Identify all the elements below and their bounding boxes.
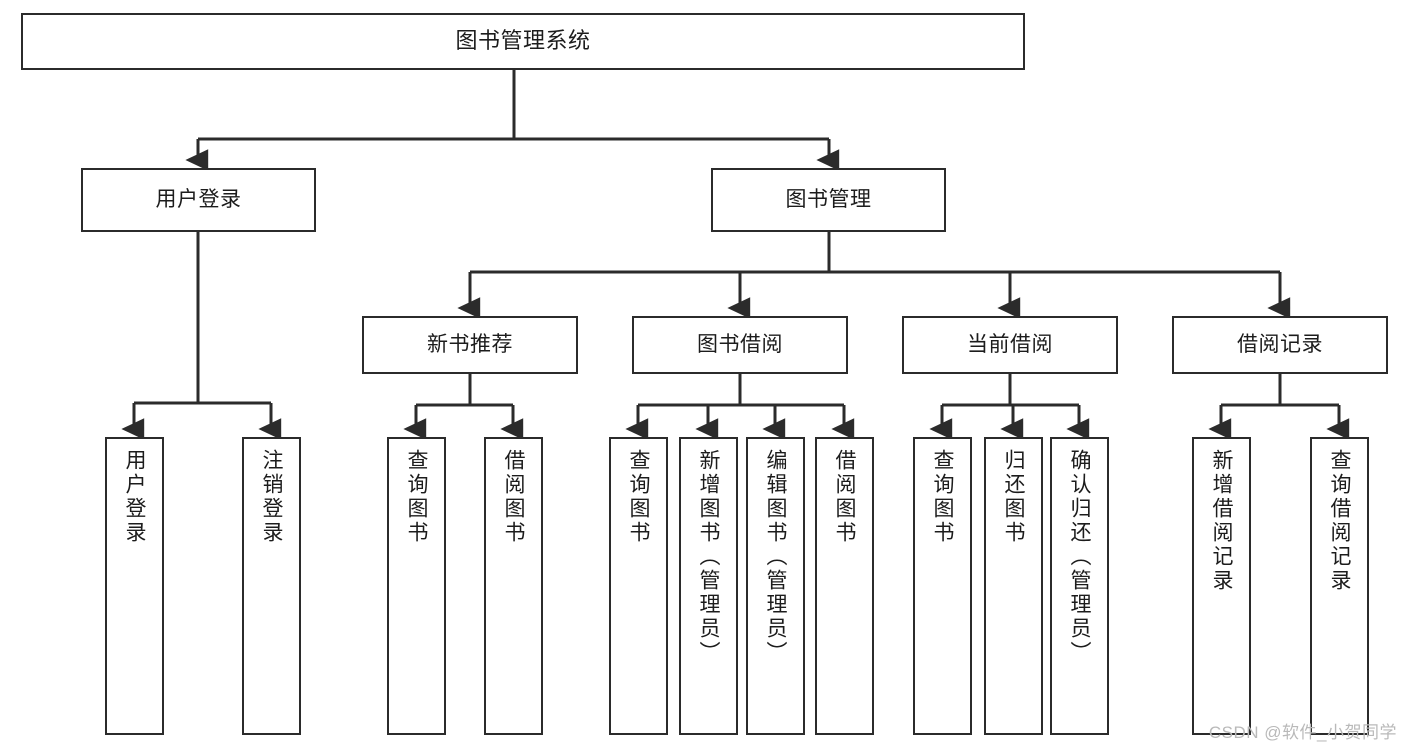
node-leaf-add-record[interactable]: 新增借阅记录: [1192, 437, 1251, 735]
node-user-login-label: 用户登录: [155, 188, 242, 212]
node-leaf-add-record-label: 新增借阅记录: [1210, 449, 1233, 593]
node-leaf-query-book-2-label: 查询图书: [627, 449, 650, 545]
node-leaf-confirm-return-label: 确认归还（管理员）: [1068, 449, 1091, 665]
node-leaf-user-login[interactable]: 用户登录: [105, 437, 164, 735]
node-leaf-borrow-book-1[interactable]: 借阅图书: [484, 437, 543, 735]
node-leaf-confirm-return[interactable]: 确认归还（管理员）: [1050, 437, 1109, 735]
node-new-book-recommend[interactable]: 新书推荐: [362, 316, 578, 374]
node-book-manage-label: 图书管理: [785, 188, 872, 212]
node-leaf-logout-label: 注销登录: [260, 449, 283, 545]
node-leaf-query-book-2[interactable]: 查询图书: [609, 437, 668, 735]
node-leaf-add-book-label: 新增图书（管理员）: [697, 449, 720, 665]
node-leaf-borrow-book-1-label: 借阅图书: [502, 449, 525, 545]
node-leaf-return-book-label: 归还图书: [1002, 449, 1025, 545]
node-root-system-label: 图书管理系统: [455, 28, 591, 54]
node-current-borrow-label: 当前借阅: [967, 333, 1053, 357]
node-leaf-query-record[interactable]: 查询借阅记录: [1310, 437, 1369, 735]
node-leaf-borrow-book-2-label: 借阅图书: [833, 449, 856, 545]
node-leaf-edit-book[interactable]: 编辑图书（管理员）: [746, 437, 805, 735]
node-new-book-recommend-label: 新书推荐: [427, 333, 513, 357]
node-book-manage[interactable]: 图书管理: [711, 168, 946, 232]
node-leaf-return-book[interactable]: 归还图书: [984, 437, 1043, 735]
node-root-system[interactable]: 图书管理系统: [21, 13, 1025, 70]
node-leaf-query-book-1[interactable]: 查询图书: [387, 437, 446, 735]
node-book-borrow-label: 图书借阅: [697, 333, 783, 357]
node-leaf-edit-book-label: 编辑图书（管理员）: [764, 449, 787, 665]
node-leaf-logout[interactable]: 注销登录: [242, 437, 301, 735]
node-leaf-query-record-label: 查询借阅记录: [1328, 449, 1351, 593]
node-book-borrow[interactable]: 图书借阅: [632, 316, 848, 374]
node-borrow-record[interactable]: 借阅记录: [1172, 316, 1388, 374]
node-leaf-user-login-label: 用户登录: [123, 449, 146, 545]
node-leaf-query-book-3-label: 查询图书: [931, 449, 954, 545]
node-leaf-query-book-1-label: 查询图书: [405, 449, 428, 545]
node-leaf-query-book-3[interactable]: 查询图书: [913, 437, 972, 735]
node-leaf-add-book[interactable]: 新增图书（管理员）: [679, 437, 738, 735]
node-leaf-borrow-book-2[interactable]: 借阅图书: [815, 437, 874, 735]
node-borrow-record-label: 借阅记录: [1237, 333, 1323, 357]
watermark-text: CSDN @软件_小贺同学: [1208, 723, 1397, 742]
node-user-login[interactable]: 用户登录: [81, 168, 316, 232]
node-current-borrow[interactable]: 当前借阅: [902, 316, 1118, 374]
